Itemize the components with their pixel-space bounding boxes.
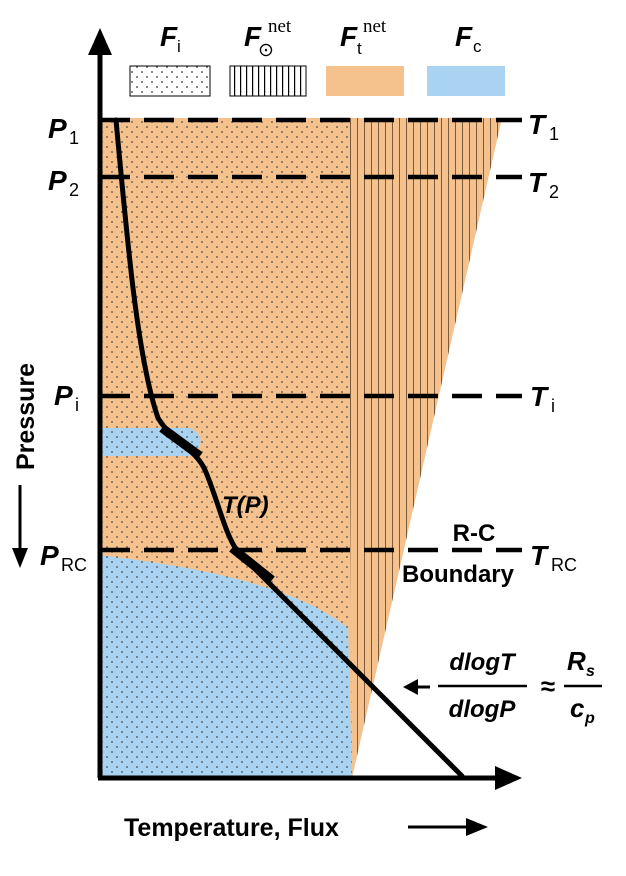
label-t1: T — [528, 109, 548, 140]
legend-fc-subscript: c — [473, 37, 482, 56]
legend-item-fc: F c — [427, 21, 505, 96]
legend-ft-symbol: F — [340, 21, 358, 52]
detached-layer-adiabat — [159, 424, 203, 460]
label-p2: P — [48, 165, 67, 196]
axes — [88, 28, 522, 790]
label-ti: T — [530, 381, 550, 412]
y-axis-title: Pressure — [12, 363, 40, 568]
label-prc-sub: RC — [61, 555, 87, 575]
formula-denominator-left: dlogP — [449, 696, 517, 723]
pressure-label: Pressure — [12, 363, 40, 470]
label-ti-sub: i — [551, 396, 555, 416]
label-trc-sub: RC — [551, 555, 577, 575]
formula-denominator-right: c — [570, 693, 585, 723]
internal-flux-region — [100, 118, 352, 778]
y-axis-arrowhead — [88, 28, 112, 55]
legend-item-ft: F net t — [326, 16, 404, 96]
label-p2-sub: 2 — [69, 180, 79, 200]
label-trc: T — [530, 540, 550, 571]
legend-fsun-symbol: F — [244, 21, 262, 52]
legend-fi-subscript: i — [177, 37, 181, 56]
formula-pointer-head — [403, 679, 418, 695]
x-axis-title: Temperature, Flux — [124, 814, 488, 842]
label-prc: P — [40, 540, 59, 571]
pressure-arrow-head — [12, 548, 28, 568]
legend-item-fi: F i — [129, 21, 211, 97]
legend-fsun-superscript: net — [268, 16, 292, 37]
lapse-rate-formula: dlogT dlogP ≈ R s c p — [403, 646, 602, 727]
label-p1-sub: 1 — [69, 128, 79, 148]
label-t1-sub: 1 — [549, 124, 559, 144]
legend-fsun-subscript: ⊙ — [258, 40, 274, 61]
formula-numerator-left: dlogT — [449, 649, 517, 676]
legend-fsun-pattern — [230, 66, 306, 96]
label-pi-sub: i — [75, 395, 79, 415]
legend-ft-swatch — [326, 66, 404, 96]
legend-ft-superscript: net — [363, 16, 387, 37]
profile-label: T(P) — [222, 492, 269, 519]
formula-approx: ≈ — [541, 671, 555, 701]
temperature-flux-label: Temperature, Flux — [124, 814, 339, 842]
legend-fi-pattern — [130, 66, 210, 96]
legend-item-fsun: F net ⊙ — [229, 16, 307, 97]
formula-numerator-right-sub: s — [586, 663, 595, 680]
rc-boundary-label-line1: R-C — [453, 520, 496, 547]
legend-fc-swatch — [427, 66, 505, 96]
temperature-labels: T 1 T 2 T i T RC — [528, 109, 577, 575]
pressure-labels: P 1 P 2 P i P RC — [40, 113, 87, 575]
label-t2: T — [528, 167, 548, 198]
formula-denominator-right-sub: p — [584, 710, 595, 727]
x-axis-arrowhead — [495, 766, 522, 790]
legend-ft-subscript: t — [357, 39, 362, 58]
label-pi: P — [54, 380, 73, 411]
legend-fc-symbol: F — [455, 21, 473, 52]
legend: F i F net ⊙ F net t F c — [129, 16, 505, 97]
temp-arrow-head — [466, 818, 488, 836]
label-t2-sub: 2 — [549, 182, 559, 202]
legend-fi-symbol: F — [160, 21, 178, 52]
rc-boundary-label-line2: Boundary — [402, 561, 515, 588]
label-p1: P — [48, 113, 67, 144]
flux-regions — [100, 118, 502, 778]
stellar-flux-region — [348, 118, 502, 778]
formula-numerator-right: R — [567, 646, 586, 676]
pressure-levels — [100, 117, 522, 553]
rc-boundary-adiabat — [229, 544, 275, 584]
